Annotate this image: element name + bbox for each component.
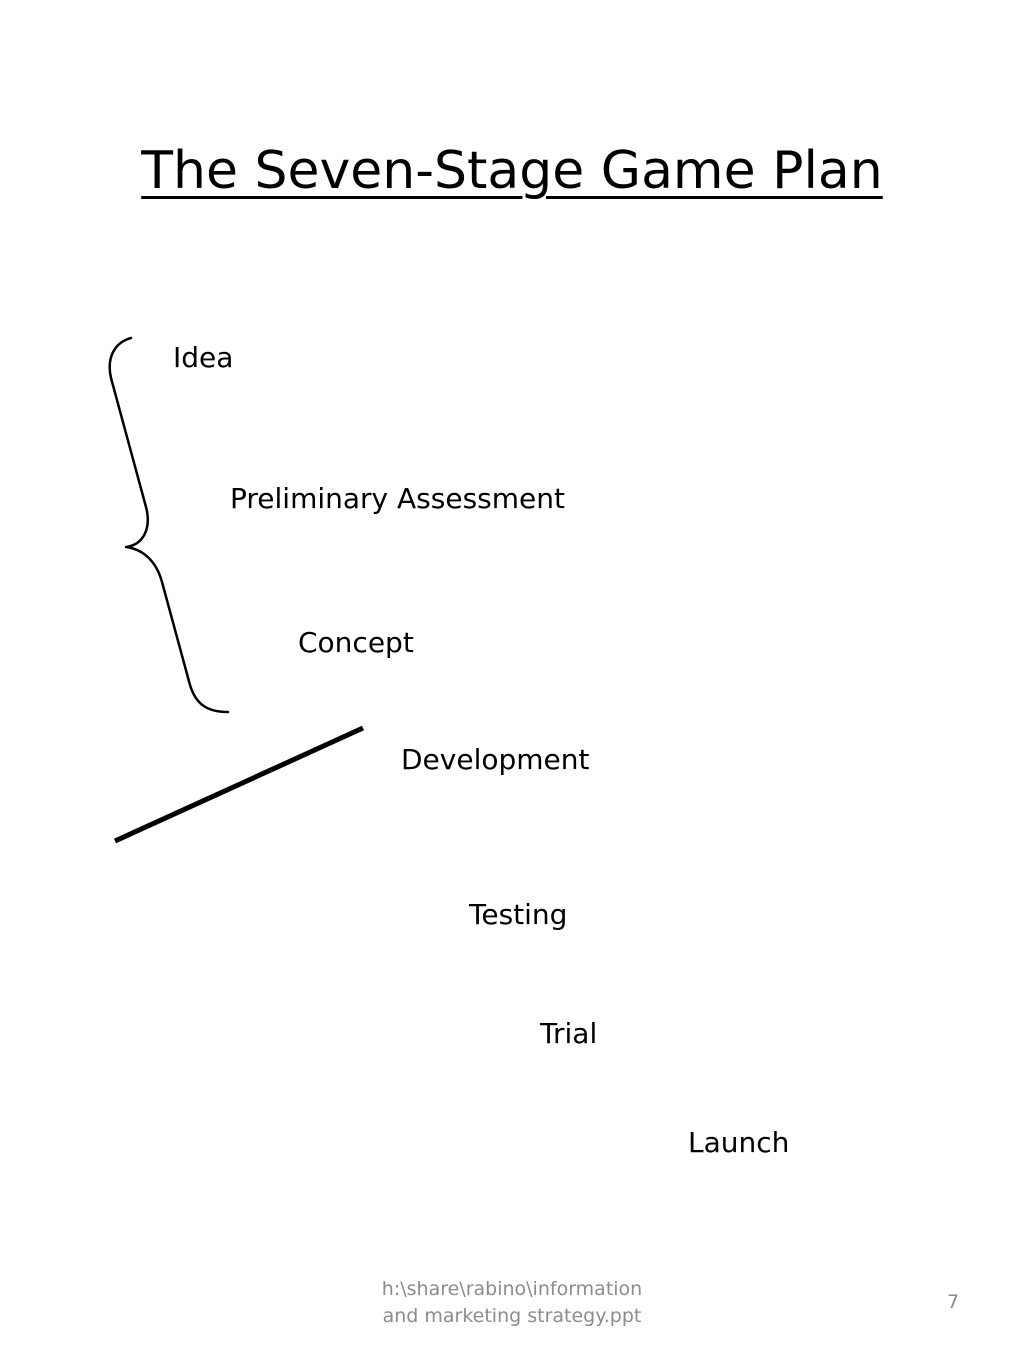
stage-trial: Trial bbox=[540, 1017, 598, 1050]
slide-title: The Seven-Stage Game Plan bbox=[141, 141, 883, 201]
footer-file-path: h:\share\rabino\information and marketin… bbox=[362, 1276, 662, 1330]
stage-concept: Concept bbox=[298, 626, 414, 659]
left-curly-brace bbox=[108, 336, 230, 714]
divider-slash-line bbox=[113, 725, 365, 844]
stage-launch: Launch bbox=[688, 1126, 790, 1159]
stage-preliminary-assessment: Preliminary Assessment bbox=[230, 482, 565, 515]
page-number: 7 bbox=[946, 1291, 960, 1313]
footer-file-line-2: and marketing strategy.ppt bbox=[382, 1305, 642, 1327]
stage-testing: Testing bbox=[469, 898, 568, 931]
footer-file-line-1: h:\share\rabino\information bbox=[381, 1278, 643, 1300]
stage-development: Development bbox=[401, 743, 590, 776]
stage-idea: Idea bbox=[173, 341, 234, 374]
